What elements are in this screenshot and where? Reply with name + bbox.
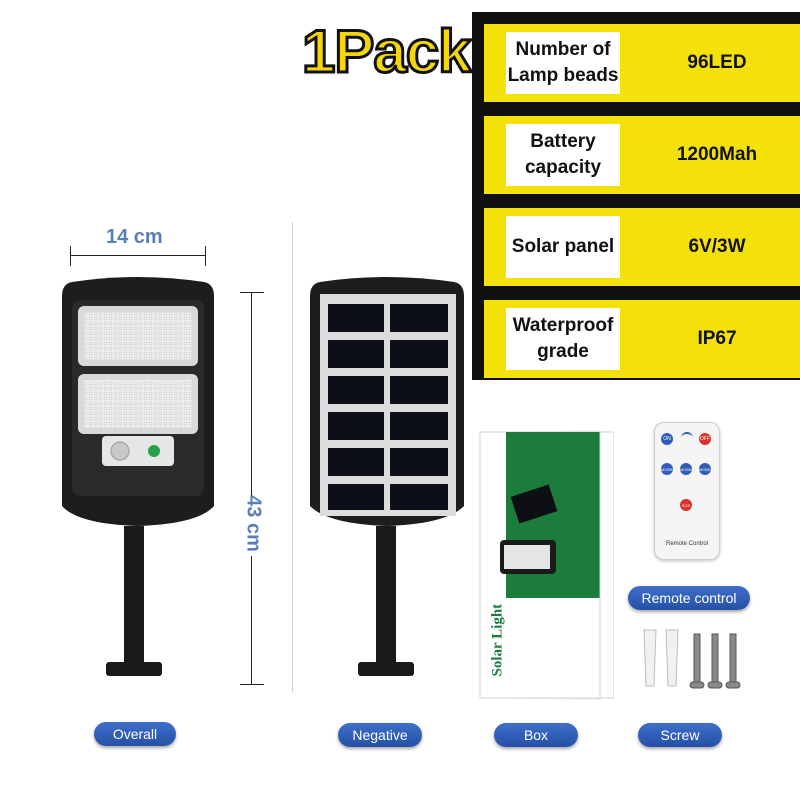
spec-table: Number of Lamp beads 96LED Battery capac… [472, 12, 800, 380]
remote-sos-button: SOS [680, 499, 692, 511]
screw-icon [711, 633, 719, 685]
width-dimension-tick [70, 246, 71, 266]
spec-value: 6V/3W [688, 236, 746, 257]
remote-mode-button: MODE [661, 463, 673, 475]
spec-row-solar-panel: Solar panel 6V/3W [484, 208, 800, 286]
spec-row-lamp-beads: Number of Lamp beads 96LED [484, 24, 800, 102]
caption-negative: Negative [338, 723, 422, 747]
remote-on-button: ON [661, 433, 673, 445]
spec-label: Battery capacity [506, 124, 620, 186]
width-dimension-line [70, 255, 206, 256]
spec-row-waterproof: Waterproof grade IP67 [484, 300, 800, 378]
spec-label: Waterproof grade [506, 308, 620, 370]
caption-screw: Screw [638, 723, 722, 747]
box-label: Solar Light [489, 603, 506, 677]
spec-label: Number of Lamp beads [506, 32, 620, 94]
wall-anchor-icon [643, 629, 657, 687]
spec-value: 96LED [687, 52, 747, 73]
screw-set [643, 629, 741, 689]
street-light-back [310, 277, 464, 676]
pack-title: 1Pack [301, 18, 473, 85]
remote-off-button: OFF [699, 433, 711, 445]
wall-anchor-icon [665, 629, 679, 687]
height-dimension-line [251, 292, 252, 684]
caption-box: Box [494, 723, 578, 747]
box-illustration [479, 430, 615, 700]
spec-value: IP67 [697, 328, 737, 349]
height-label-gap [236, 496, 266, 556]
height-dimension-tick [240, 684, 264, 685]
screw-icon [693, 633, 701, 685]
remote-mode-button: MODE [680, 463, 692, 475]
remote-control: ON OFF MODE MODE MODE SOS Remote Control [654, 422, 720, 560]
spec-value: 1200Mah [676, 144, 758, 165]
spec-label: Solar panel [506, 216, 620, 278]
width-dimension-tick [205, 246, 206, 266]
caption-overall: Overall [94, 722, 176, 746]
wifi-icon [681, 432, 693, 444]
product-box: Solar Light [470, 430, 615, 700]
remote-label: Remote Control [665, 541, 709, 547]
section-divider [292, 222, 293, 692]
width-dimension-label: 14 cm [106, 226, 163, 248]
street-light-front [62, 277, 214, 676]
remote-mode-button: MODE [699, 463, 711, 475]
height-dimension-label: 43 cm [242, 495, 265, 552]
height-dimension-tick [240, 292, 264, 293]
screw-icon [729, 633, 737, 685]
spec-row-battery: Battery capacity 1200Mah [484, 116, 800, 194]
caption-remote-control: Remote control [628, 586, 750, 610]
